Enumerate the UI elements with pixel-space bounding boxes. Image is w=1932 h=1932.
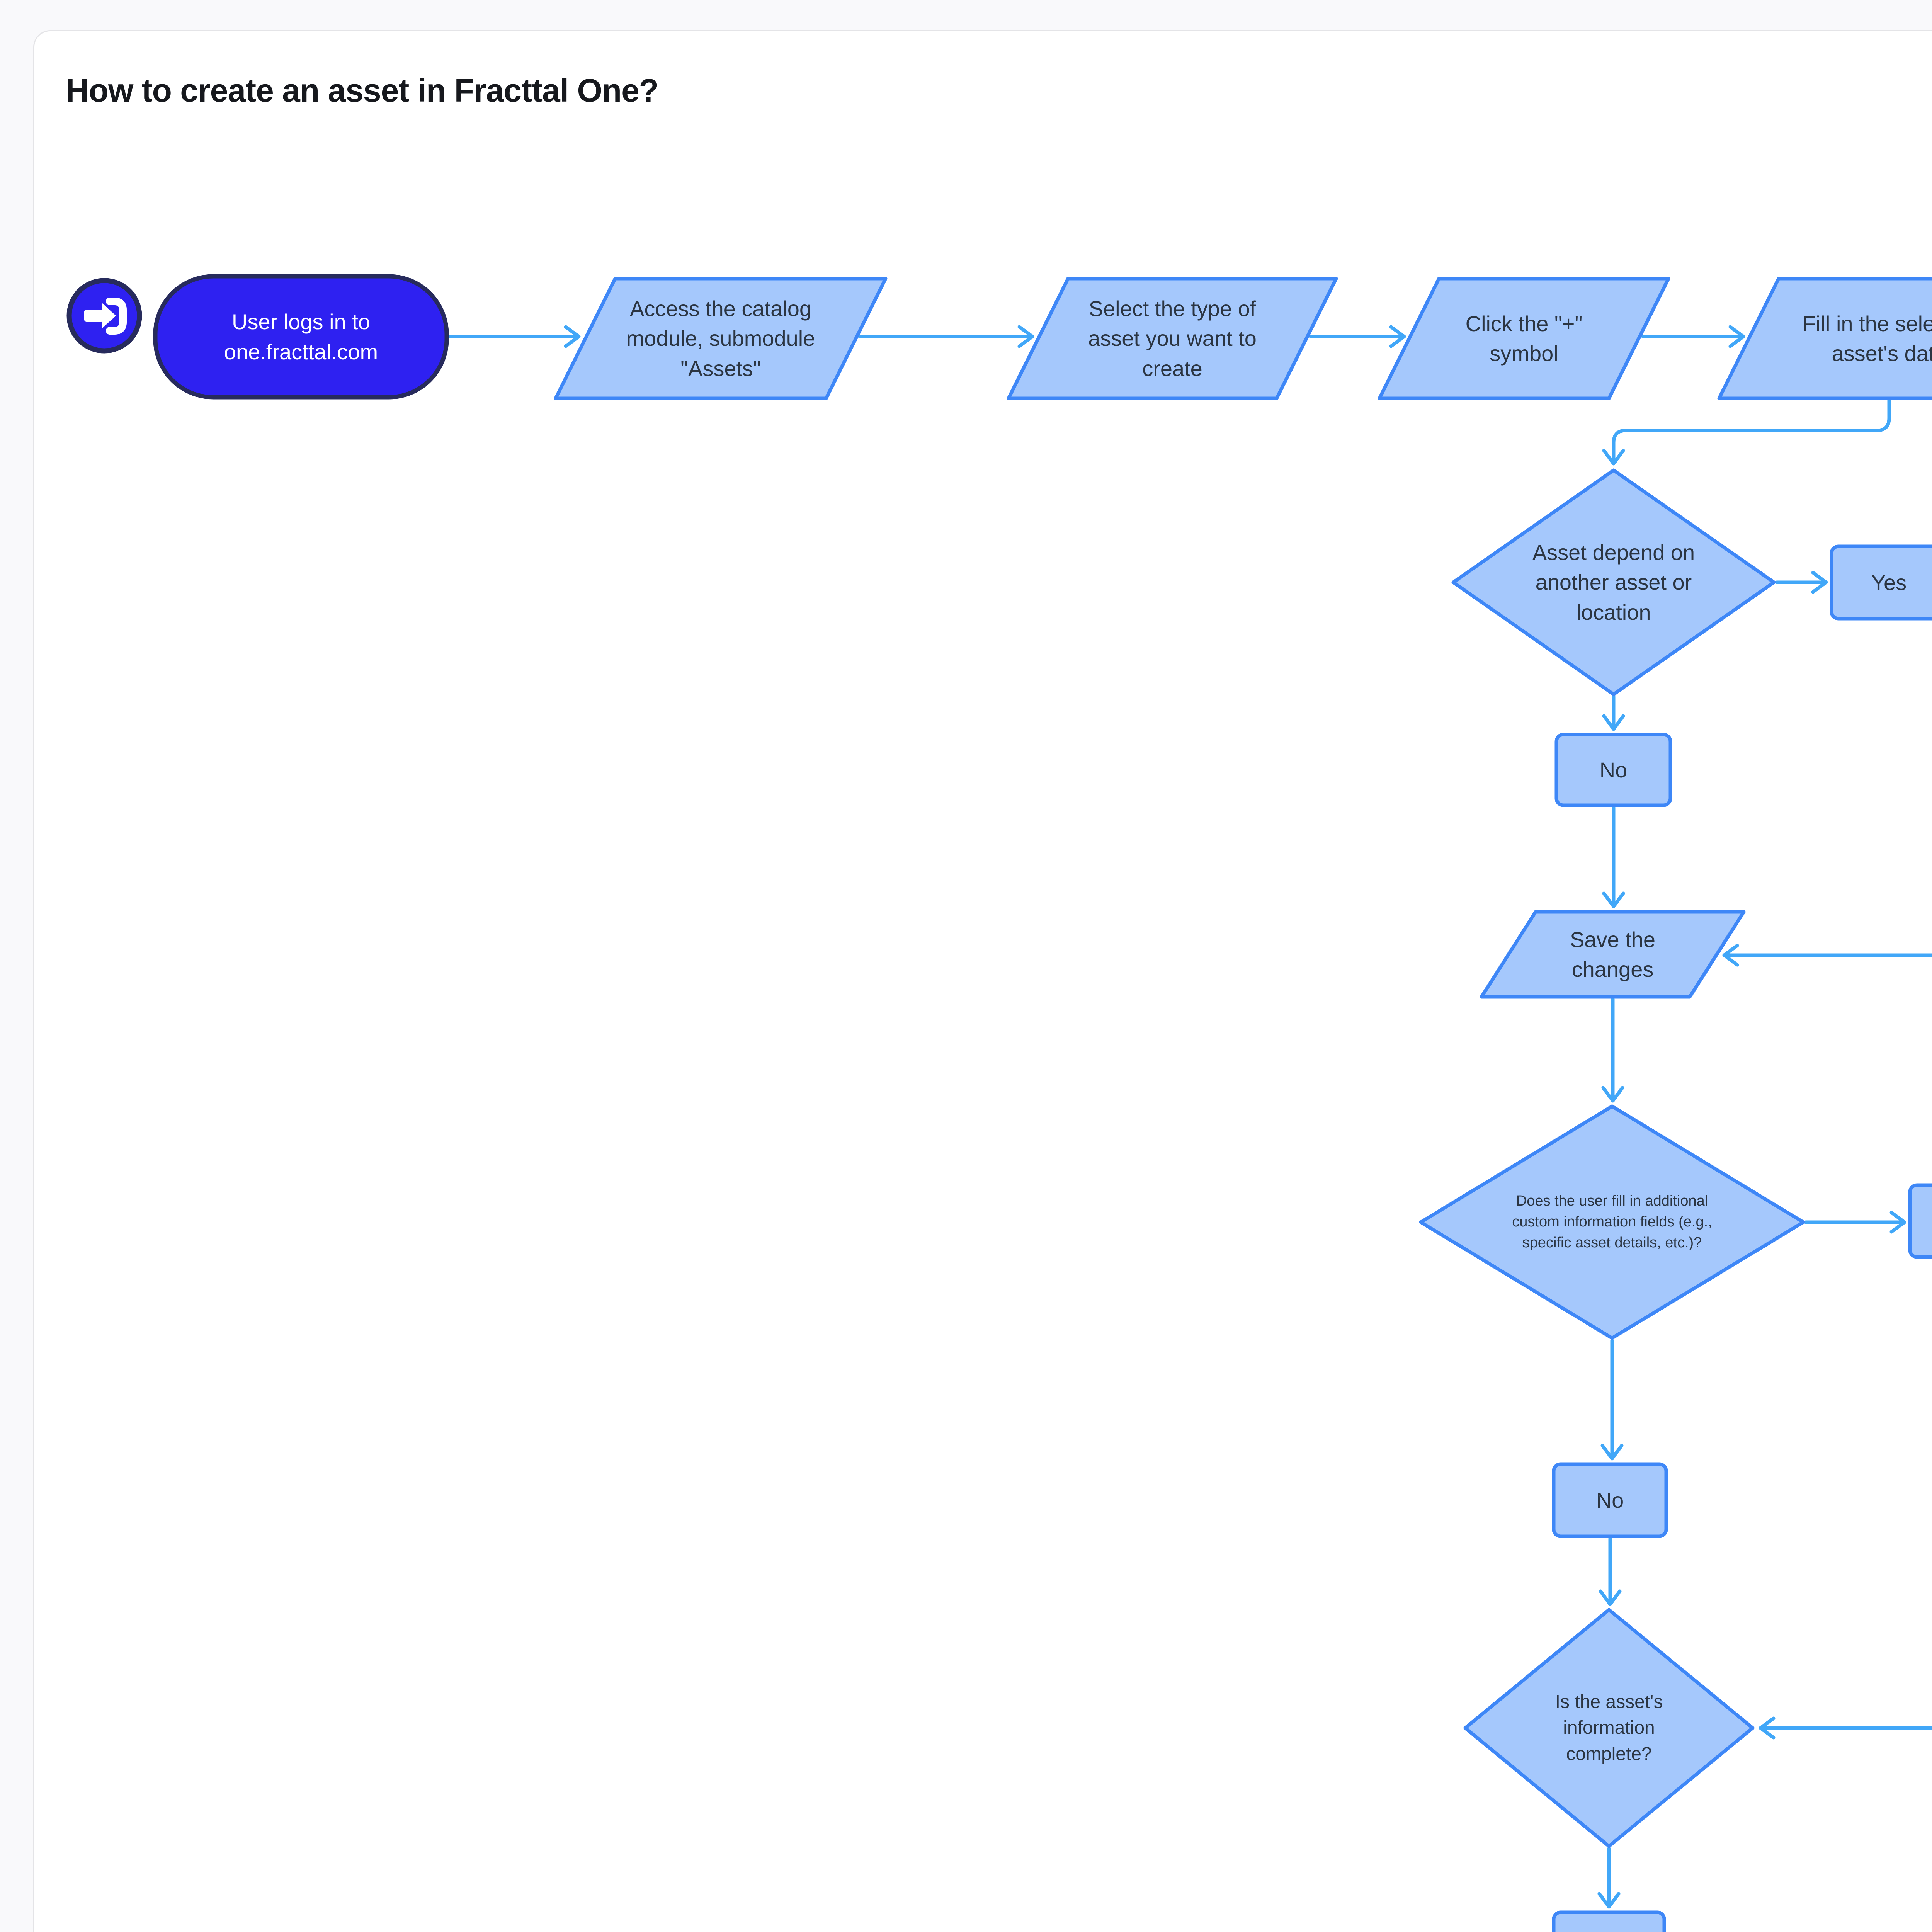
process-click-plus-label: Click the "+" symbol [1465,311,1583,366]
process-fill-data-label: Fill in the selected asset's data [1802,311,1932,366]
branch-no2-label: No [1596,1488,1624,1512]
process-node-fill-data-shape [1717,277,1932,400]
branch-yes3-label: Yes [1554,1912,1664,1932]
decision-custom-fields-label: Does the user fill in additional custom … [1512,1193,1712,1251]
arrow-p4-to-d1 [1614,398,1891,466]
decision-node-custom-fields-shape [1419,1104,1805,1340]
process-node-save1-shape [1480,910,1746,999]
arrow-fillfields-to-d3 [1759,1281,1932,1728]
branch-yes3-shape [1552,1910,1666,1932]
start-node-label: User logs in to one.fracttal.com [224,310,378,364]
decision-node-complete-shape [1463,1608,1755,1848]
branch-yes2-label: Yes [1910,1185,1932,1257]
branch-yes1-shape [1830,544,1932,621]
branch-no1-shape [1554,733,1672,807]
process-node-select-type-shape [1007,277,1338,400]
branch-yes2-shape [1908,1183,1932,1259]
connectors [449,337,1932,1909]
start-node-shape [153,274,449,400]
decision-depend-label: Asset depend on another asset or locatio… [1532,540,1695,624]
login-icon [84,298,127,335]
process-save1-label: Save the changes [1570,927,1656,981]
branch-yes1-label: Yes [1871,570,1907,595]
branch-no1-label: No [1599,757,1628,782]
branch-no2-shape [1552,1462,1668,1538]
process-node-click-plus-shape [1378,277,1670,400]
decision-complete-label: Is the asset's information complete? [1555,1692,1663,1764]
decision-node-depend-shape [1451,468,1776,696]
process-node-catalog-shape [554,277,888,400]
process-select-label: Select the type of asset you want to cre… [1088,296,1257,381]
process-catalog-label: Access the catalog module, submodule "As… [626,296,815,381]
page-title: How to create an asset in Fracttal One? [66,72,659,109]
arrow-useradds-to-save1 [1722,870,1932,955]
